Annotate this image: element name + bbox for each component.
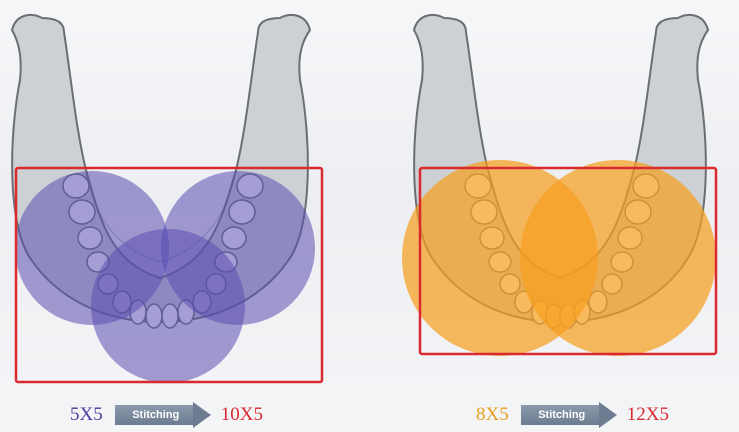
single-scan-size: 8X5 [476, 404, 509, 426]
scan-fields [15, 171, 315, 383]
scan-field-right [520, 160, 716, 356]
stitched-size: 10X5 [221, 404, 263, 426]
right-caption: 8X5 Stitching 12X5 [476, 398, 669, 432]
stitching-label: Stitching [132, 409, 179, 421]
left-caption: 5X5 Stitching 10X5 [70, 398, 263, 432]
left-diagram-graphic [0, 0, 360, 400]
left-diagram [0, 0, 360, 432]
arrow-right-icon: Stitching [115, 405, 211, 425]
scan-field-bottom [91, 229, 245, 383]
single-scan-size: 5X5 [70, 404, 103, 426]
right-diagram-graphic [378, 0, 738, 400]
stitching-label: Stitching [538, 409, 585, 421]
right-diagram [378, 0, 738, 432]
arrow-right-icon: Stitching [521, 405, 617, 425]
stitched-size: 12X5 [627, 404, 669, 426]
scan-fields [402, 160, 716, 356]
